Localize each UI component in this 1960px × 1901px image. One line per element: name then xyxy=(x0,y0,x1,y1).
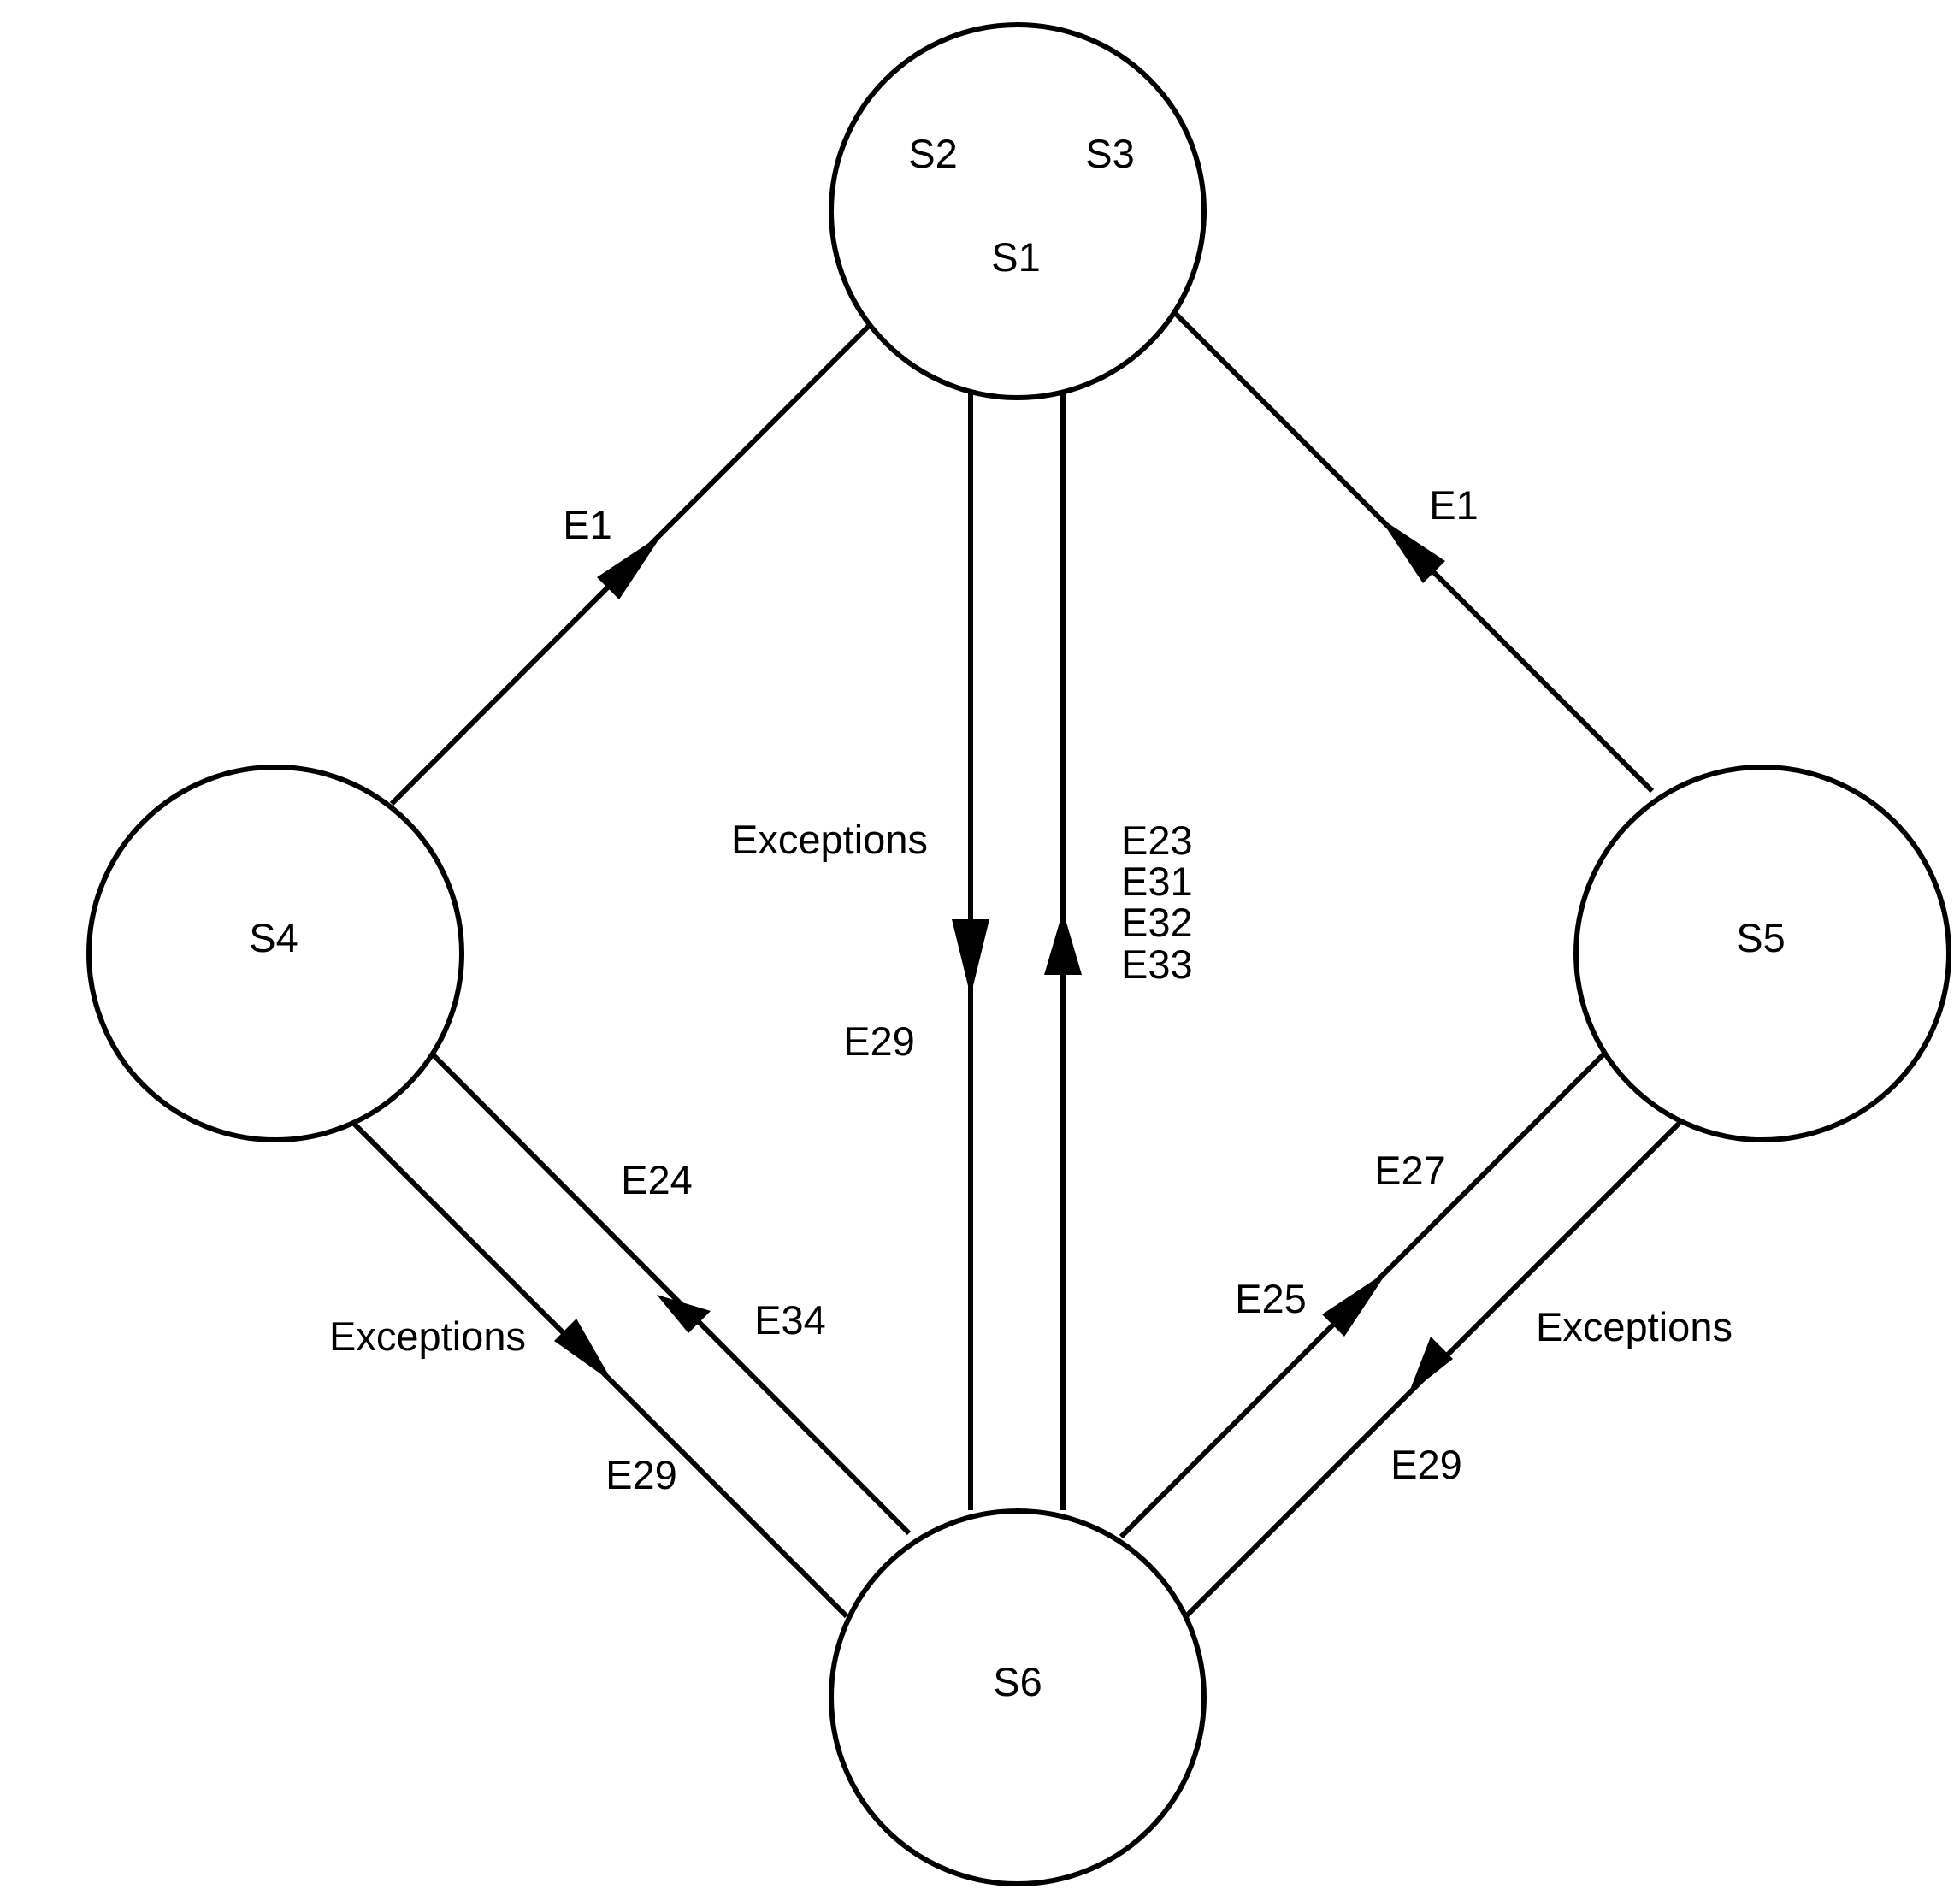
edge-label-s5-s1: E1 xyxy=(1429,482,1479,528)
arrowhead-s5-to-s6 xyxy=(1408,1337,1453,1394)
edge-label-s6-s4-upper: E24 xyxy=(621,1157,693,1202)
state-s4 xyxy=(86,765,464,1142)
edge-label-s6-s5-upper: E27 xyxy=(1374,1148,1446,1193)
arrowhead-s1-to-s6 xyxy=(952,919,989,996)
state-label-s3: S3 xyxy=(1085,131,1135,176)
state-label-s1: S1 xyxy=(991,234,1041,280)
state-label-s6: S6 xyxy=(993,1659,1042,1704)
state-label-s4: S4 xyxy=(249,915,298,960)
arrowhead-s6-to-s4 xyxy=(657,1295,711,1333)
edge-label-s6-s4-lower: E34 xyxy=(754,1297,826,1343)
arrowhead-s4-to-s1 xyxy=(597,534,663,599)
state-s5 xyxy=(1573,765,1951,1142)
state-s1 xyxy=(829,22,1207,400)
edge-label-s5-s6-event: E29 xyxy=(1390,1442,1462,1487)
edge-label-s6-s1-e23: E23 xyxy=(1121,818,1193,863)
arrowhead-s5-to-s1 xyxy=(1379,517,1445,583)
arrowhead-s6-to-s5 xyxy=(1322,1271,1388,1337)
state-label-s2: S2 xyxy=(908,131,958,176)
arrowhead-s4-to-s6 xyxy=(554,1319,613,1383)
edge-label-s4-s1: E1 xyxy=(563,502,612,547)
edge-s6-to-s4 xyxy=(429,1051,912,1536)
edge-label-s6-s5-lower: E25 xyxy=(1235,1276,1307,1321)
state-s6 xyxy=(829,1508,1207,1886)
edge-label-s5-s6-exceptions: Exceptions xyxy=(1536,1304,1733,1349)
edge-label-s6-s1-e32: E32 xyxy=(1121,900,1193,945)
edge-label-s6-s1-e31: E31 xyxy=(1121,859,1193,904)
edge-label-s1-s6-exceptions: Exceptions xyxy=(731,817,928,862)
edge-label-s1-s6-event: E29 xyxy=(843,1018,915,1064)
state-label-s5: S5 xyxy=(1736,915,1786,960)
edge-label-s4-s6-event: E29 xyxy=(605,1452,677,1497)
edge-label-s4-s6-exceptions: Exceptions xyxy=(329,1314,526,1359)
arrowhead-s6-to-s1 xyxy=(1044,911,1082,975)
edge-label-s6-s1-e33: E33 xyxy=(1121,942,1193,987)
